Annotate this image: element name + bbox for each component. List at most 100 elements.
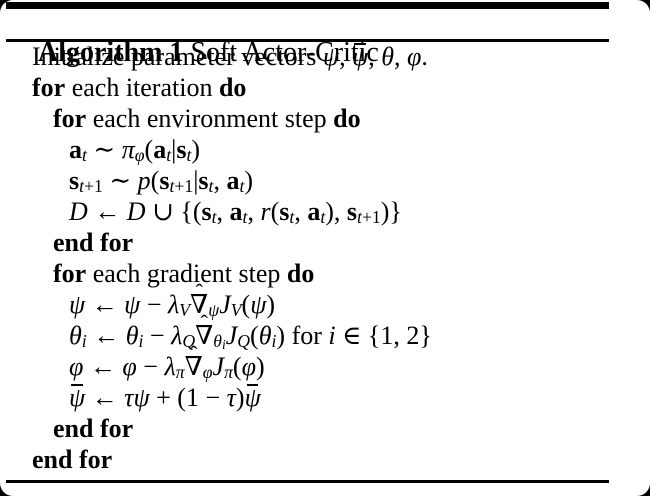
math-segment: s <box>198 166 209 195</box>
math-segment: + (1 − <box>149 383 227 412</box>
algorithm-line: Initialize parameter vectors ψ, ψ, θ, φ. <box>0 41 650 72</box>
math-segment: ) <box>325 197 334 226</box>
math-segment: ← <box>83 352 123 381</box>
math-segment: ψ <box>133 383 150 412</box>
math-segment: π <box>175 362 185 382</box>
math-segment: t <box>239 176 245 196</box>
math-segment: ( <box>144 135 154 164</box>
math-segment: , <box>394 42 407 71</box>
math-segment: θ <box>258 321 272 350</box>
math-segment: ) <box>191 135 201 164</box>
math-segment: ψ <box>124 290 141 319</box>
math-segment: ψ <box>352 42 369 71</box>
math-segment: end for <box>32 445 113 474</box>
math-segment: − <box>140 290 168 319</box>
math-segment: ∼ <box>102 166 138 195</box>
math-segment: do <box>333 104 361 133</box>
math-segment: π <box>121 135 135 164</box>
math-segment: s <box>176 135 187 164</box>
math-segment: φ <box>122 352 137 381</box>
math-segment: s <box>346 197 358 226</box>
math-segment: ← <box>87 197 127 226</box>
hat-accented-symbol: ˆ∇ <box>190 279 209 320</box>
math-segment: t <box>211 207 217 227</box>
bar-accented-symbol: ψ <box>245 383 261 413</box>
math-segment: ← <box>85 383 125 412</box>
math-segment: θ <box>69 321 82 350</box>
algorithm-title: Soft Actor-Critic <box>183 37 379 68</box>
math-segment: τ <box>124 383 134 412</box>
math-segment: p <box>137 166 151 195</box>
math-segment: φ <box>134 145 145 165</box>
math-segment: V <box>230 300 242 320</box>
math-segment: τ <box>226 383 236 412</box>
math-segment: θ <box>213 331 222 351</box>
math-segment: t <box>357 207 362 227</box>
math-segment: ∇ <box>190 290 209 319</box>
math-segment: s <box>69 166 80 195</box>
math-segment: φ <box>202 362 213 382</box>
math-segment: ) <box>235 383 245 412</box>
math-segment: − <box>136 352 165 381</box>
math-segment: V <box>179 300 191 320</box>
math-segment: do <box>218 73 247 102</box>
algorithm-line: end for <box>0 413 650 444</box>
math-segment: ψ <box>208 300 220 320</box>
math-segment: ∇ <box>195 321 214 350</box>
math-segment: do <box>286 259 315 288</box>
hat-accent-mark: ˆ <box>195 278 203 304</box>
math-segment: J <box>225 321 238 350</box>
bar-accented-symbol: ψ <box>352 42 368 72</box>
math-segment: t <box>289 207 295 227</box>
math-segment: ) <box>276 321 286 350</box>
algorithm-line: for each iteration do <box>0 72 650 103</box>
top-rule <box>6 2 609 9</box>
math-segment: φ <box>407 42 422 71</box>
math-segment: ( <box>241 290 251 319</box>
math-segment: ( <box>250 321 259 350</box>
math-segment: ) <box>266 290 276 319</box>
math-segment: Initialize parameter vectors <box>32 42 323 71</box>
math-segment: . <box>421 42 428 71</box>
math-segment: s <box>159 166 170 195</box>
math-segment: , <box>339 42 353 71</box>
algorithm-line: D ← D ∪ {(st, at, r(st, at), st+1)} <box>0 196 650 227</box>
math-segment: ) <box>255 352 265 381</box>
bar-accented-symbol: ψ <box>69 383 85 413</box>
math-segment: +1 <box>174 176 194 196</box>
math-segment: , <box>368 42 382 71</box>
algorithm-body: Initialize parameter vectors ψ, ψ, θ, φ.… <box>0 41 650 475</box>
math-segment: , <box>333 197 347 226</box>
math-segment: +1 <box>84 176 103 196</box>
math-segment: φ <box>241 352 256 381</box>
math-segment: ψ <box>69 290 86 319</box>
math-segment: t <box>166 145 172 165</box>
math-segment: i <box>328 321 336 350</box>
math-segment: , <box>294 197 308 226</box>
math-segment: t <box>169 176 175 196</box>
math-segment: − <box>143 321 172 350</box>
math-segment: end for <box>53 228 134 257</box>
math-segment: λ <box>171 321 183 350</box>
math-segment: for <box>53 104 87 133</box>
math-segment: ← <box>86 321 126 350</box>
math-segment: for <box>285 321 329 350</box>
math-segment: π <box>224 362 233 382</box>
math-segment: D <box>69 197 88 226</box>
math-segment: ψ <box>69 383 86 412</box>
math-segment: +1 <box>361 207 381 227</box>
math-segment: i <box>81 331 87 351</box>
algorithm-line: ψ ← τψ + (1 − τ)ψ <box>0 382 650 413</box>
algorithm-line: at ∼ πφ(at|st) <box>0 134 650 165</box>
math-segment: ψ <box>322 42 340 71</box>
header-rule <box>6 39 609 42</box>
math-segment: for <box>32 73 66 102</box>
math-segment: ∇ <box>184 352 203 381</box>
math-segment: a <box>226 166 240 195</box>
algorithm-number: Algorithm 1 <box>38 37 184 68</box>
math-segment: | <box>193 166 199 195</box>
algorithm-line: end for <box>0 227 650 258</box>
math-segment: ∈ {1, 2} <box>335 321 432 350</box>
math-segment: each gradient step <box>86 259 287 288</box>
